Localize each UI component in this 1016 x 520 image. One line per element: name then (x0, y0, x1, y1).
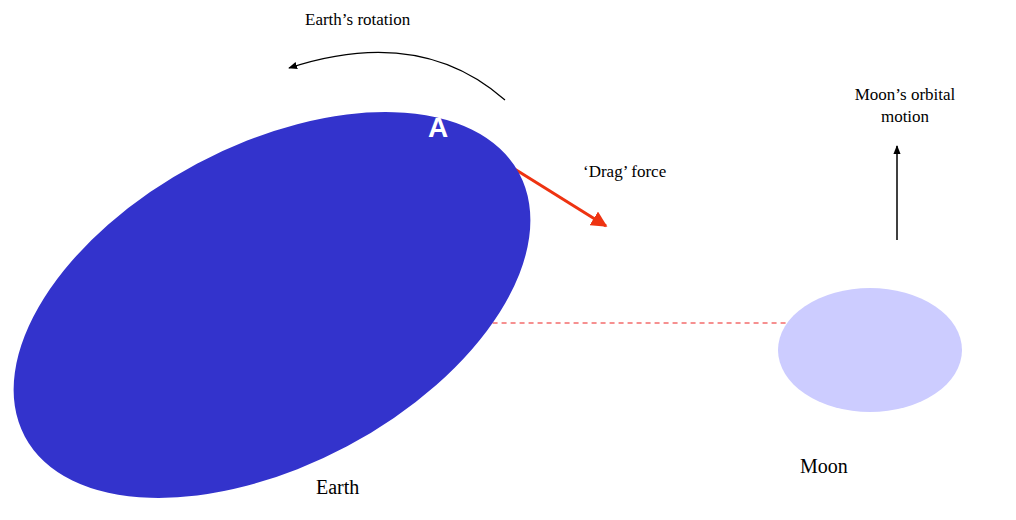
earth-shape: Earth (0, 100, 545, 510)
force-label: ‘Drag’ force (583, 161, 666, 183)
moon-shape-fill (778, 288, 962, 412)
moon-name: Moon (800, 455, 848, 478)
point-label: A (428, 112, 448, 144)
earth-shape-outline (0, 100, 545, 510)
rotation-arrow (289, 52, 505, 100)
dashed-connector (493, 322, 788, 323)
motion-label: Moon’s orbital motion (845, 84, 965, 128)
orbit-arrow (896, 146, 898, 240)
moon-shape: Moon (770, 280, 970, 485)
drag-arrow (513, 168, 606, 226)
earth-shape-fill (0, 100, 545, 510)
planet-name: Earth (316, 476, 359, 499)
rotation-label: Earth’s rotation (305, 9, 410, 31)
moon-shape-outline (770, 280, 970, 485)
